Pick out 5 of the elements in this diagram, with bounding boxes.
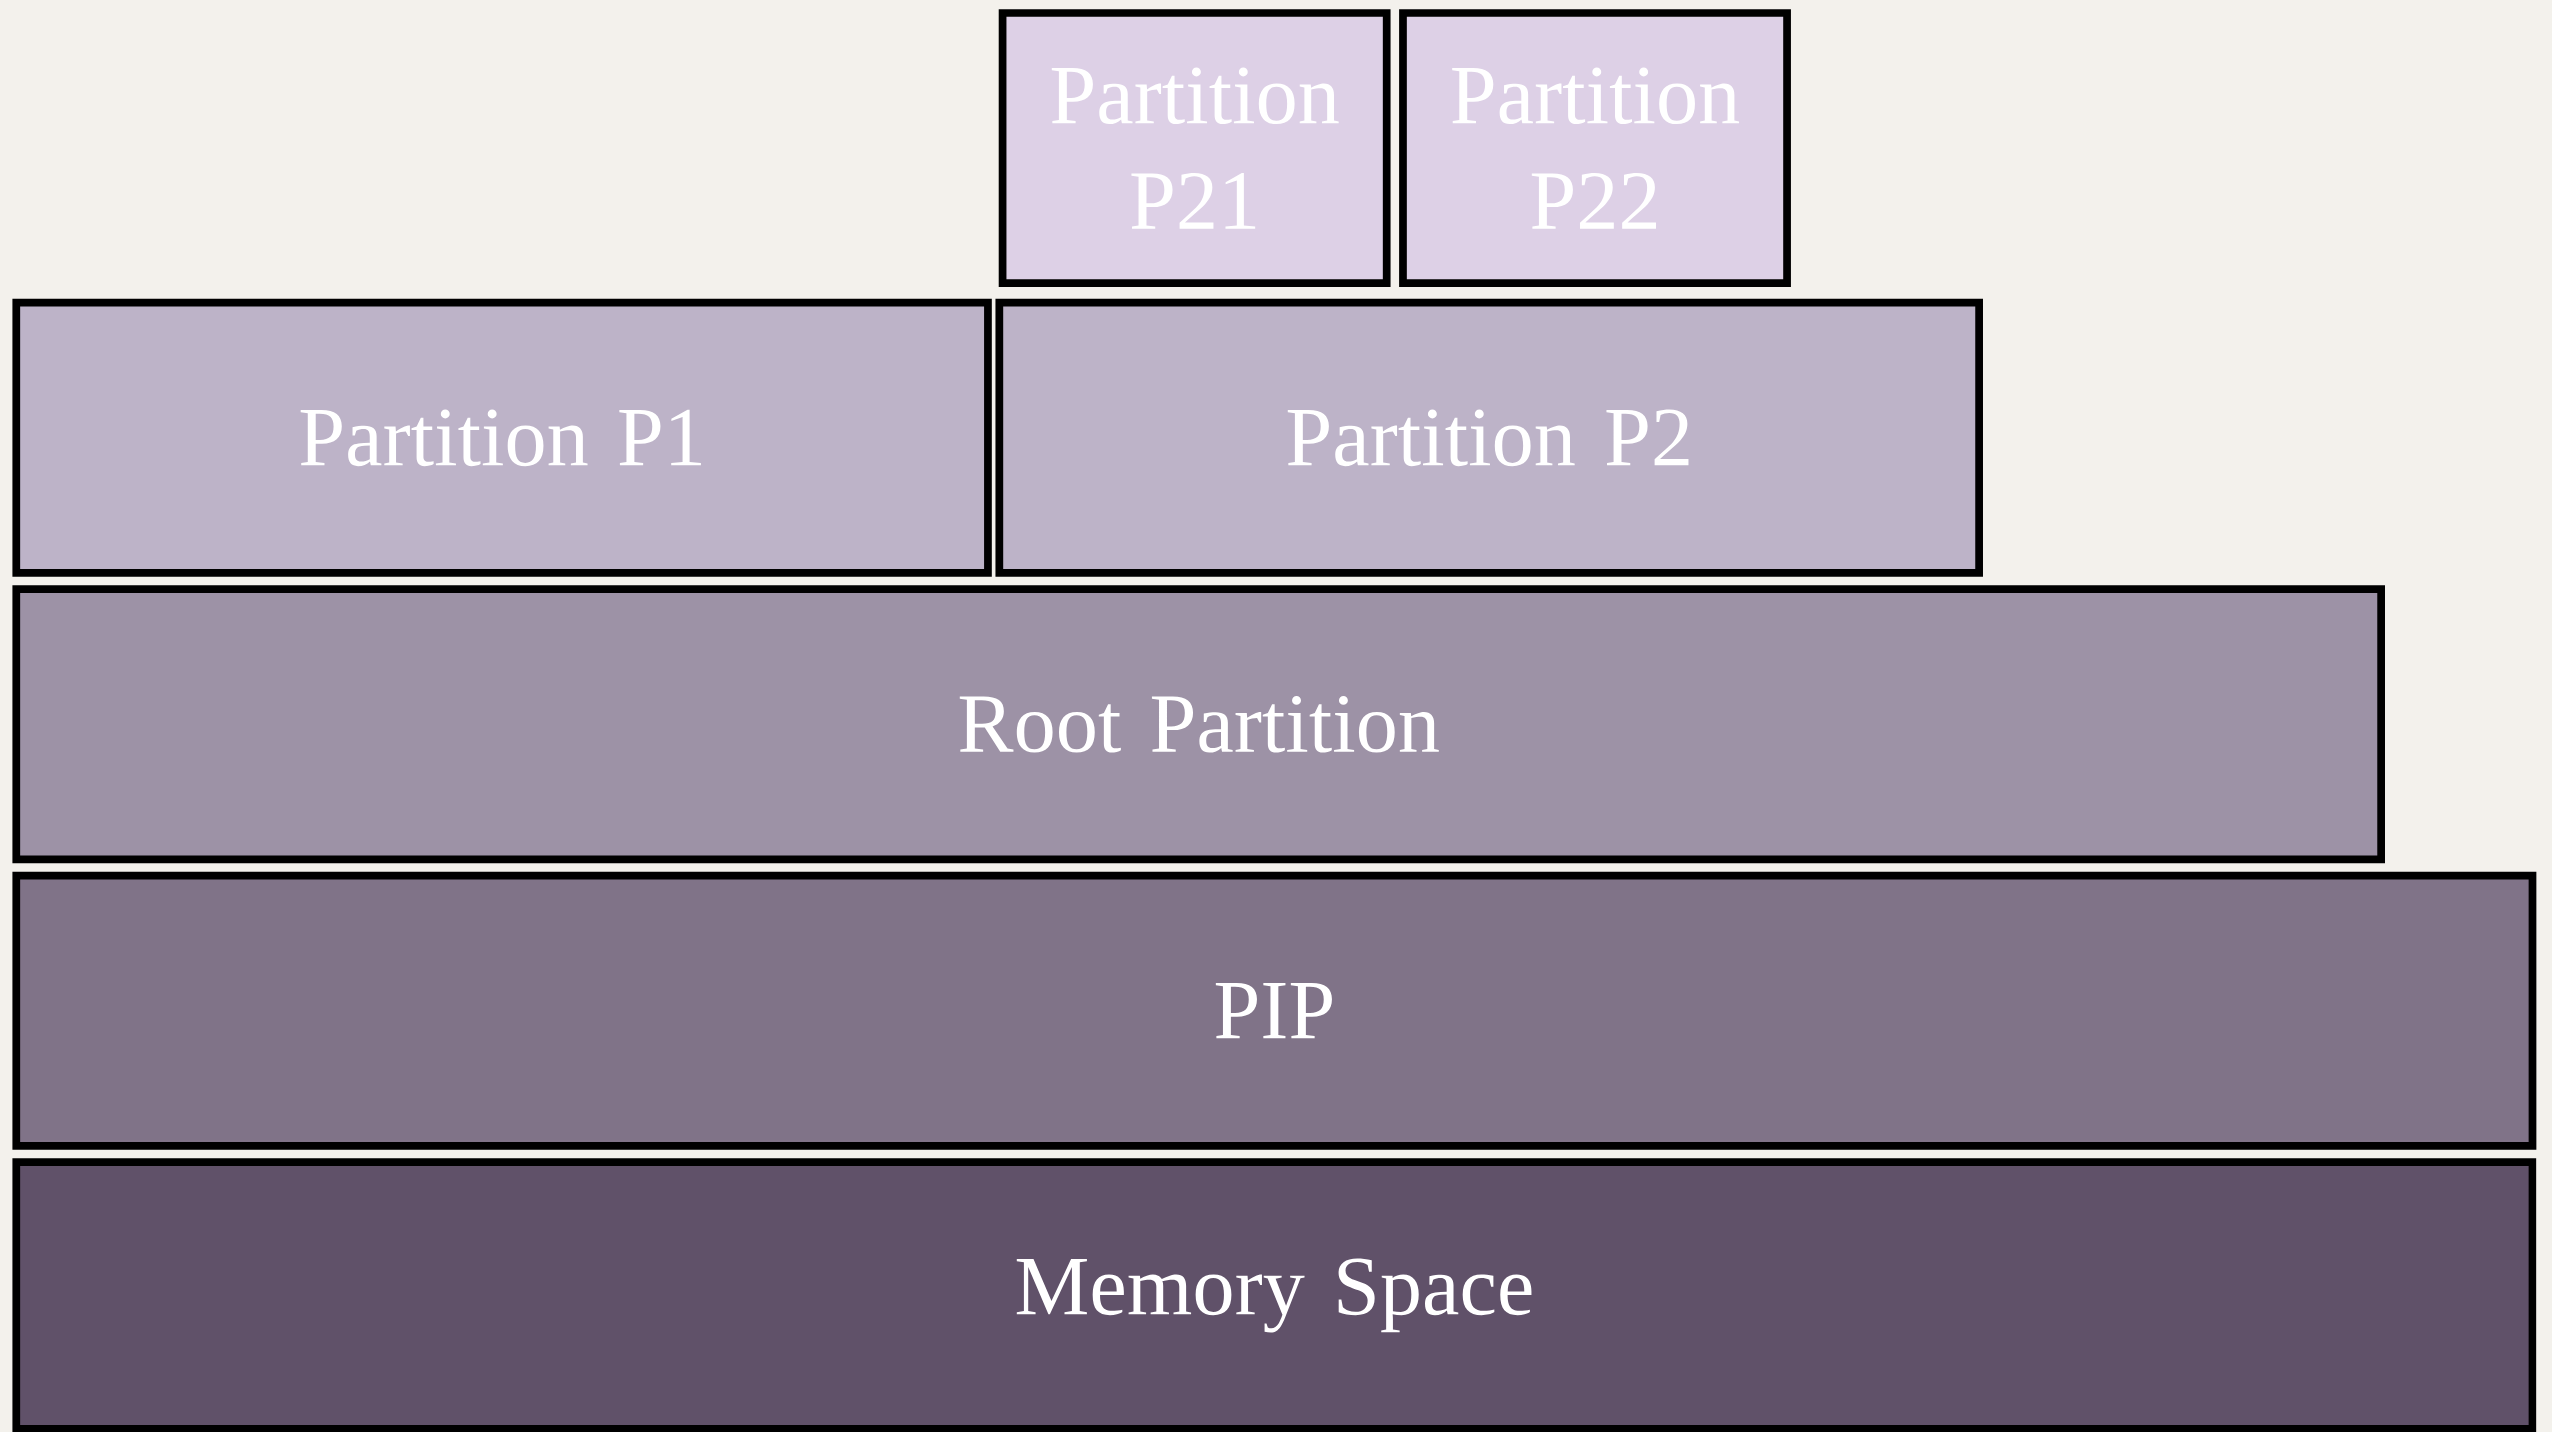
layer-box: Memory Space xyxy=(12,1158,2537,1432)
layer-box: Partition P2 xyxy=(995,298,1983,577)
layer-box: Partition P1 xyxy=(12,298,992,577)
layer-box: PIP xyxy=(12,871,2537,1150)
layer-box: Root Partition xyxy=(12,585,2385,864)
